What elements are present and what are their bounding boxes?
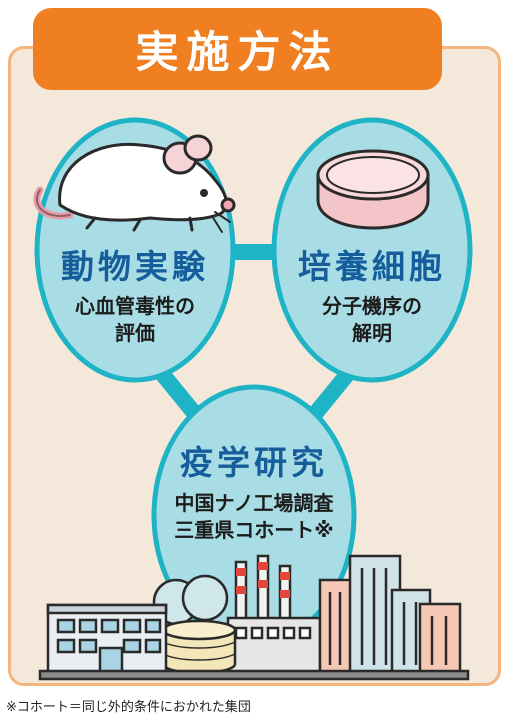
cell-line-2: 解明 bbox=[352, 321, 392, 345]
cell-line-1: 分子機序の bbox=[322, 294, 422, 318]
footnote: ※コホート＝同じ外的条件におかれた集団 bbox=[6, 700, 251, 715]
page-title: 実施方法 bbox=[135, 28, 340, 78]
mouse-icon bbox=[33, 134, 236, 233]
animal-heading: 動物実験 bbox=[61, 247, 209, 286]
factory-skyline-icon bbox=[38, 554, 470, 681]
animal-line-1: 心血管毒性の bbox=[75, 294, 195, 318]
petri-dish-icon bbox=[316, 149, 430, 230]
epi-line-2: 三重県コホート※ bbox=[174, 518, 334, 542]
epi-heading: 疫学研究 bbox=[180, 443, 328, 482]
cell-heading: 培養細胞 bbox=[298, 247, 446, 286]
epi-line-1: 中国ナノ工場調査 bbox=[174, 491, 334, 515]
title-banner: 実施方法 bbox=[33, 8, 442, 90]
animal-line-2: 評価 bbox=[115, 321, 155, 345]
